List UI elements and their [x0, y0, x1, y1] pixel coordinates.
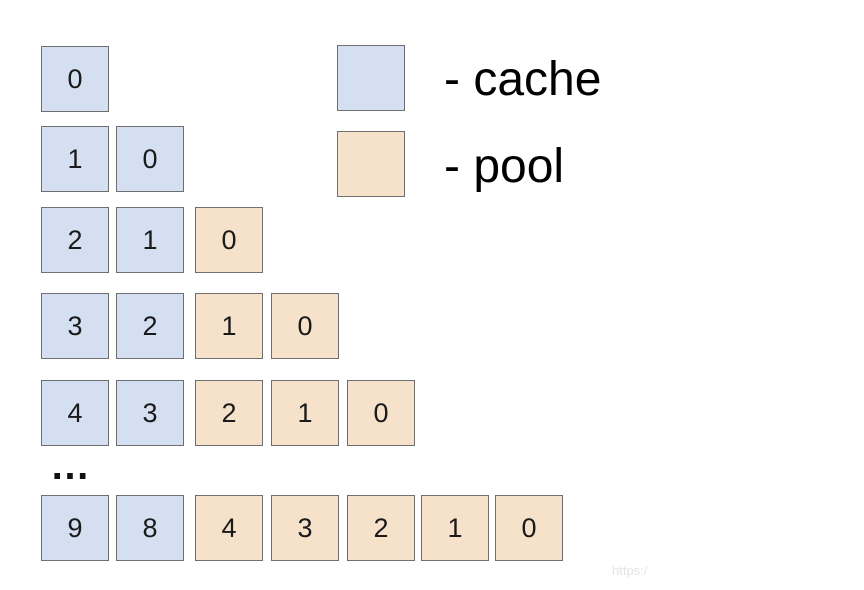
legend-label-pool: - pool	[444, 140, 565, 193]
pool-cell: 0	[495, 495, 563, 561]
pool-cell: 2	[195, 380, 263, 446]
cache-cell: 1	[116, 207, 184, 273]
cache-cell: 3	[41, 293, 109, 359]
pool-cell: 1	[195, 293, 263, 359]
pool-cell: 0	[271, 293, 339, 359]
cache-cell: 8	[116, 495, 184, 561]
pool-cell: 0	[347, 380, 415, 446]
cache-cell: 3	[116, 380, 184, 446]
cache-cell: 2	[41, 207, 109, 273]
cache-cell: 0	[116, 126, 184, 192]
cache-cell: 1	[41, 126, 109, 192]
pool-cell: 2	[347, 495, 415, 561]
cache-cell: 2	[116, 293, 184, 359]
watermark-text: https:/	[612, 563, 648, 578]
cache-cell: 4	[41, 380, 109, 446]
pool-cell: 1	[421, 495, 489, 561]
pool-cell: 4	[195, 495, 263, 561]
pool-cell: 0	[195, 207, 263, 273]
ellipsis: …	[50, 444, 91, 488]
legend-swatch-pool	[337, 131, 405, 197]
pool-cell: 3	[271, 495, 339, 561]
cache-cell: 0	[41, 46, 109, 112]
legend-label-cache: - cache	[444, 53, 602, 106]
legend-swatch-cache	[337, 45, 405, 111]
cache-cell: 9	[41, 495, 109, 561]
pool-cell: 1	[271, 380, 339, 446]
